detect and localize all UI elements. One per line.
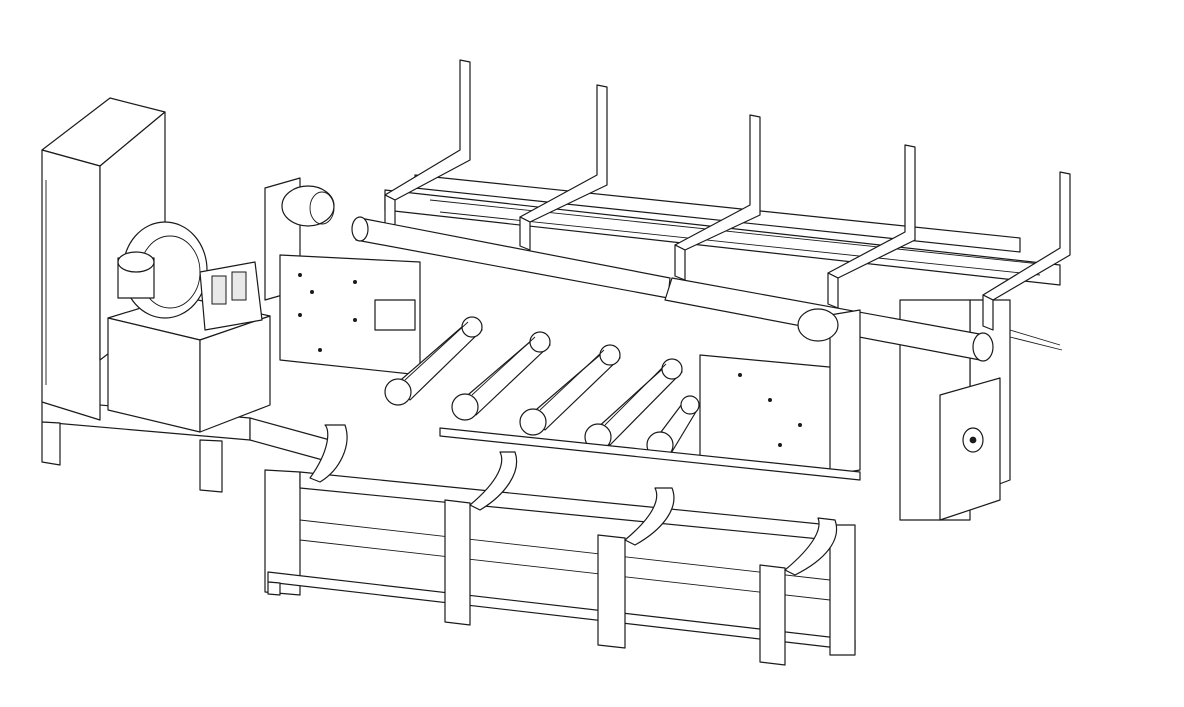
chain-saw-unit: [451, 331, 551, 421]
chain-saw-unit: [646, 395, 700, 459]
right-drive-housing: [939, 377, 1001, 521]
front-shaft: [439, 427, 861, 481]
hydraulic-motor: [117, 221, 263, 331]
overhead-arm: [519, 84, 608, 251]
support-bracket: [784, 517, 838, 576]
front-table-frame: [264, 469, 856, 666]
overhead-arm: [674, 114, 761, 281]
support-bracket: [309, 424, 348, 483]
overhead-arm: [982, 171, 1071, 331]
chain-saw-unit: [584, 358, 683, 451]
chain-saw-units: [384, 316, 700, 459]
outfeed-rods: [1009, 329, 1063, 351]
overhead-arms: [384, 59, 1071, 331]
left-side-plate: [279, 254, 421, 376]
support-brackets: [309, 424, 838, 576]
chain-saw-unit: [384, 316, 483, 406]
support-bracket: [624, 487, 675, 546]
right-pillar: [797, 308, 861, 476]
support-bracket: [469, 451, 518, 511]
chain-saw-unit: [519, 344, 621, 436]
